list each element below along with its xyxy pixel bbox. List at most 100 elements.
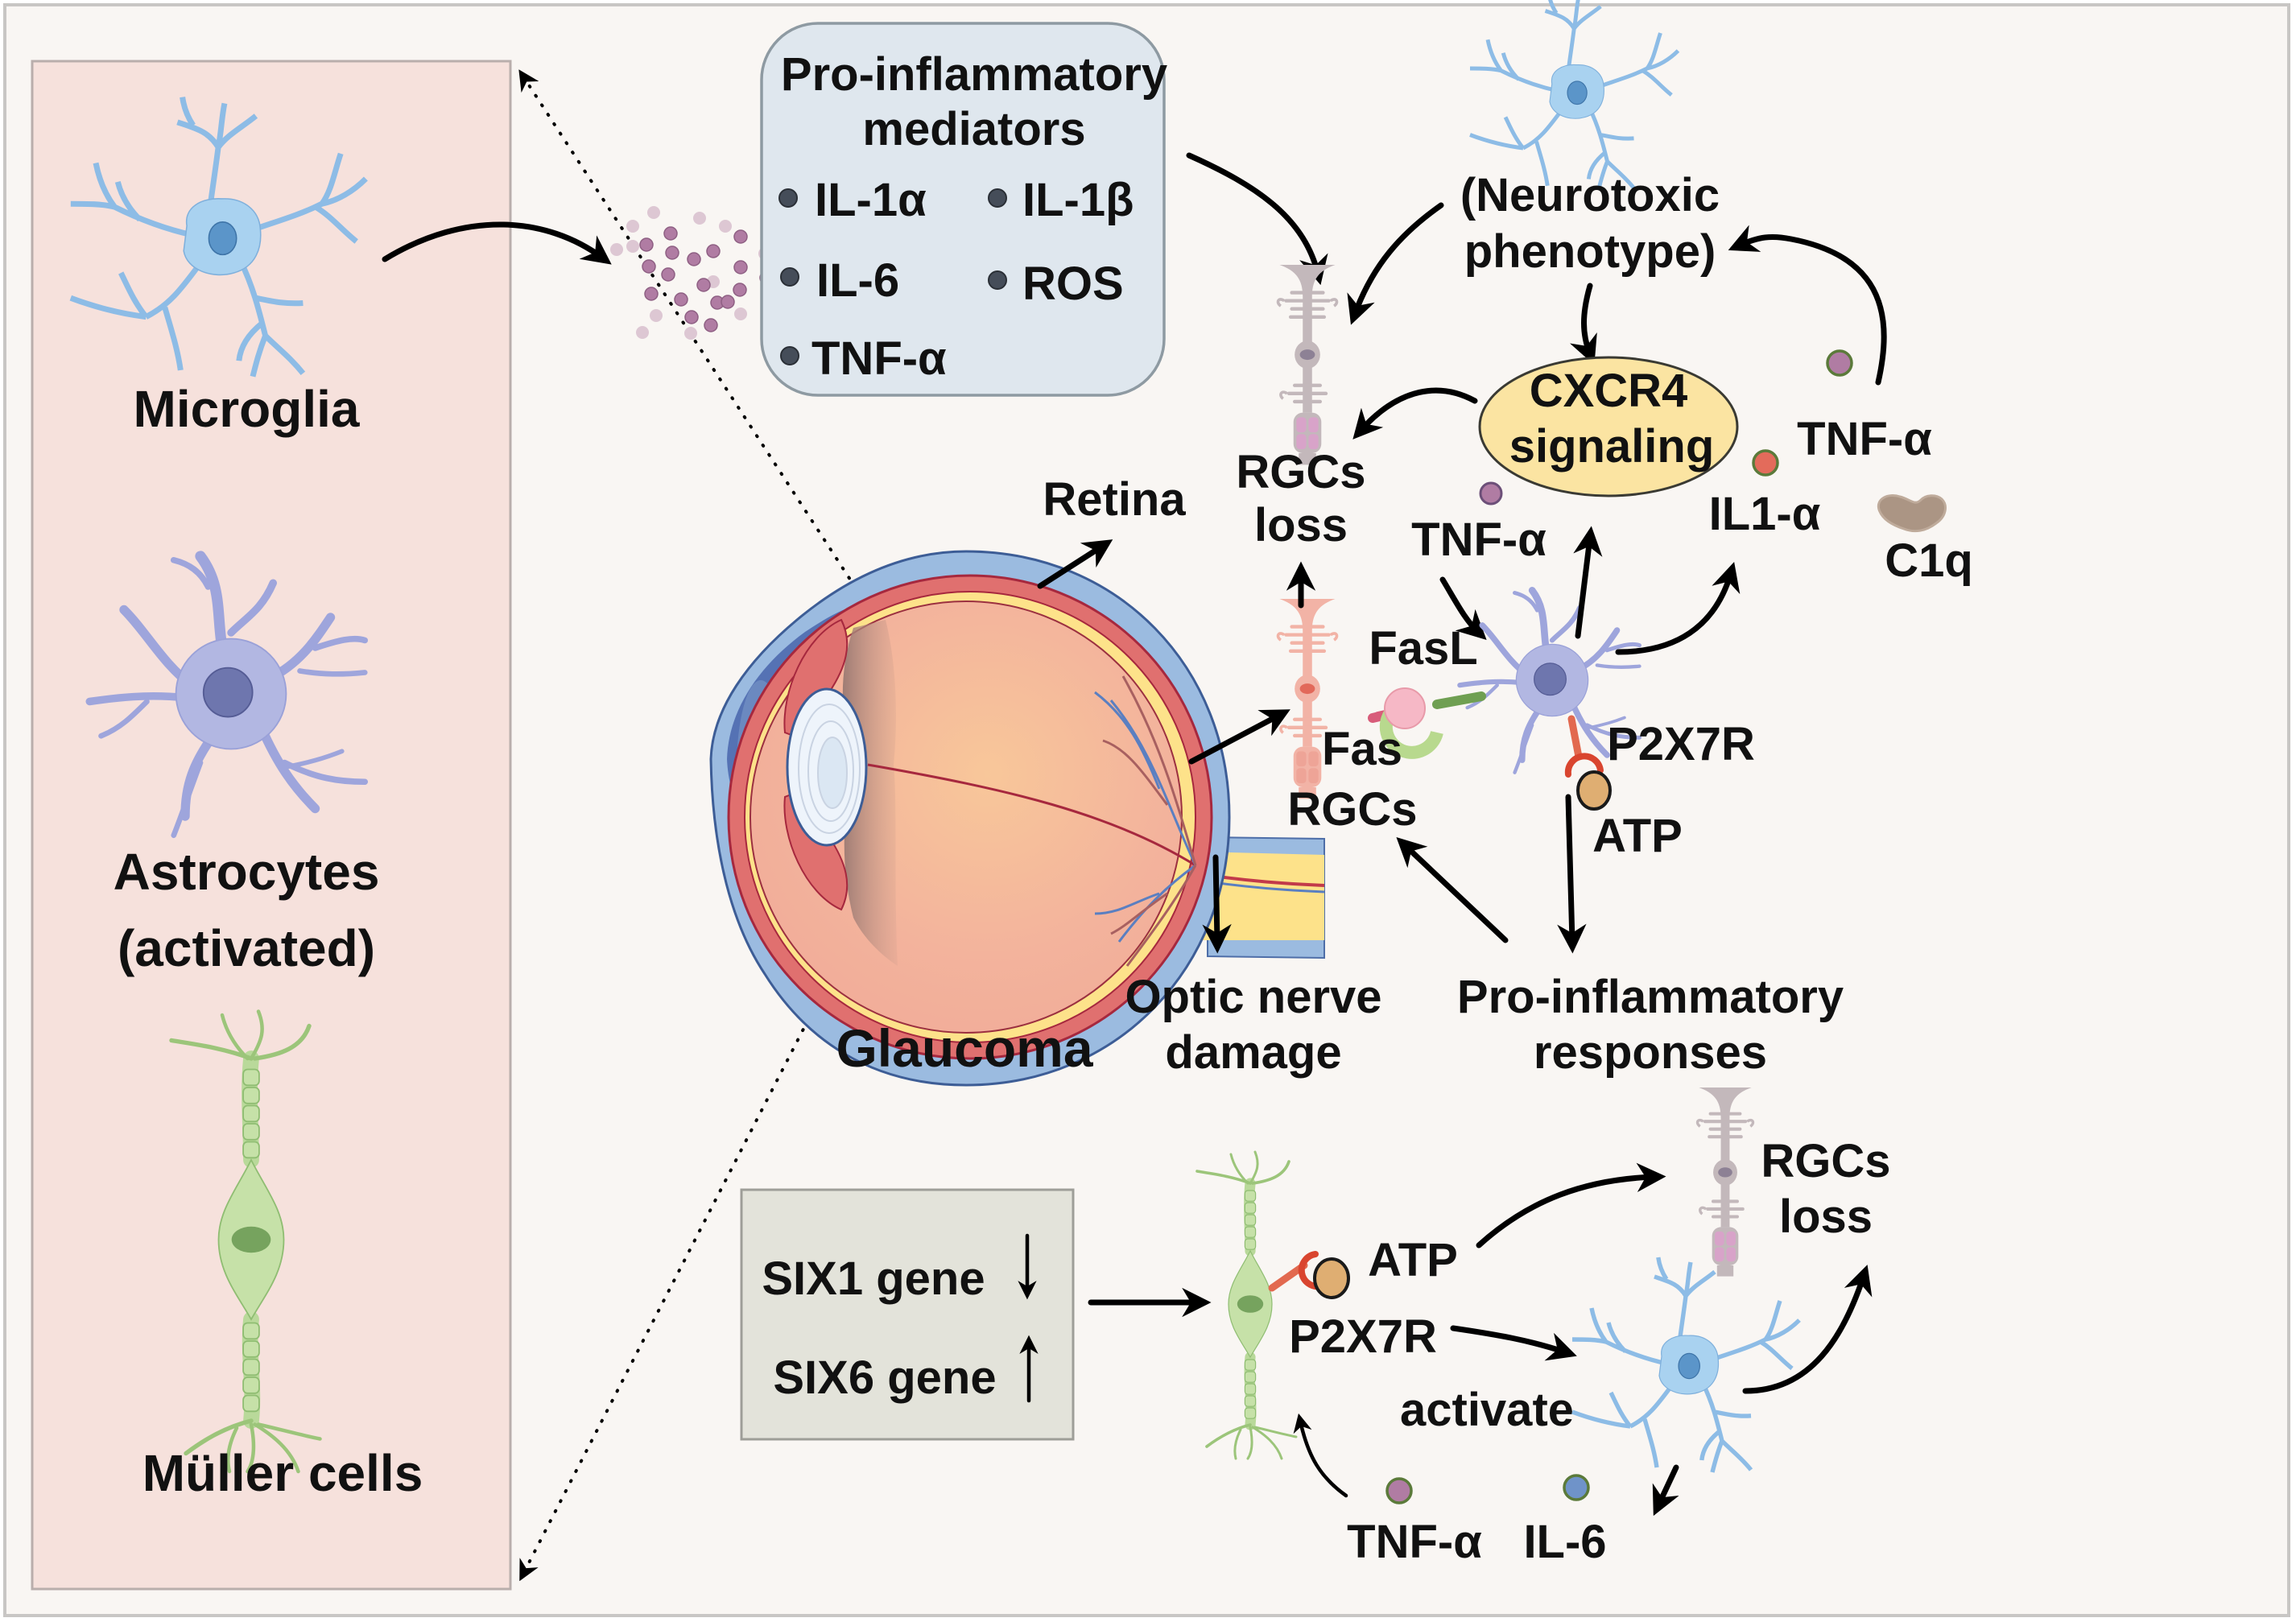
il1-alpha-label: IL1-α — [1709, 488, 1821, 540]
microglia-label: Microglia — [134, 380, 360, 438]
cytokine-particle — [684, 327, 697, 340]
cytokine-particle — [734, 307, 747, 320]
muller-cell-label: Müller cells — [142, 1444, 423, 1502]
bullet-icon — [988, 270, 1007, 290]
tnf-to-muller-arrow — [1293, 1413, 1348, 1498]
cytokine-particle — [610, 243, 623, 256]
cytokine-particle — [661, 267, 675, 282]
bullet-icon — [988, 188, 1007, 208]
mediator-il1a: IL-1α — [815, 174, 927, 226]
fas-fasl-binding-icon — [1368, 687, 1486, 759]
cytokine-particle — [706, 244, 721, 258]
cytokine-particle — [696, 278, 711, 292]
six1-gene-label: SIX1 gene — [762, 1253, 985, 1305]
eye-illustration — [709, 550, 1325, 1087]
c1q-shape — [1877, 494, 1947, 533]
cytokine-particle — [639, 237, 654, 252]
cytokine-particle — [644, 287, 659, 301]
astrocyte-to-cxcr4-arrow — [1573, 526, 1603, 639]
cytokine-particle — [674, 292, 688, 307]
cxcr4-to-rgc-loss-arrow — [1352, 387, 1478, 440]
astrocyte-to-il1a-arrow — [1615, 562, 1741, 655]
rgcs-loss-top-line1: RGCs — [1236, 446, 1365, 498]
rgcs-label-mid: RGCs — [1287, 783, 1417, 836]
mediator-il6: IL-6 — [816, 254, 899, 307]
neurotoxic-label-line1: (Neurotoxic — [1460, 169, 1720, 221]
tnf-to-fasl-arrow — [1439, 576, 1487, 640]
cytokine-particle — [665, 246, 679, 260]
cytokine-particle — [733, 229, 748, 244]
cytokine-particle — [721, 295, 735, 309]
fasl-label: FasL — [1369, 622, 1477, 675]
p2x7r-receptor-icon — [1564, 715, 1604, 778]
cytokine-particle — [687, 252, 701, 266]
zoom-line-bottom — [519, 868, 887, 1582]
responses-to-rgc-arrow — [1396, 837, 1509, 943]
six6-gene-label: SIX6 gene — [773, 1352, 996, 1404]
six-gene-box — [740, 1188, 1075, 1441]
atp-to-rgc-loss-arrow — [1476, 1162, 1666, 1248]
rgcs-loss-bottom-line1: RGCs — [1761, 1135, 1890, 1187]
bullet-icon — [780, 346, 799, 365]
cytokine-particle — [663, 226, 678, 241]
glial-panel-box — [31, 60, 512, 1591]
astrocyte-to-responses-arrow — [1557, 794, 1587, 954]
eye-to-optic-nerve-arrow — [1202, 854, 1232, 954]
atp-molecule-bottom — [1313, 1257, 1350, 1299]
mediators-title-line1: Pro-inflammatory — [781, 48, 1167, 101]
cytokine-particle — [693, 212, 706, 225]
mediator-tnfa: TNF-α — [811, 332, 947, 385]
c1q-label: C1q — [1885, 534, 1973, 587]
cytokine-particle — [647, 206, 660, 219]
cytokine-particle — [636, 326, 649, 339]
rgcs-loss-top-line2: loss — [1254, 499, 1348, 551]
microglia-to-cytokines-arrow — [1652, 1464, 1679, 1517]
tnf-alpha-label-right: TNF-α — [1797, 413, 1932, 465]
cytokine-particle — [684, 310, 699, 324]
microglia-release-arrow — [382, 221, 612, 265]
bullet-icon — [780, 267, 799, 287]
cytokine-particles — [610, 206, 774, 340]
il1-alpha-dot — [1752, 449, 1779, 477]
cxcr4-label-line2: signaling — [1509, 420, 1715, 473]
cytokine-particle — [650, 309, 663, 322]
mediators-to-rgc-arrow — [1186, 152, 1328, 286]
eye-to-retina-arrow — [1037, 539, 1113, 589]
neurotoxic-to-rgc-arrow — [1347, 202, 1444, 325]
cytokine-particle — [642, 259, 656, 274]
cytokine-particle — [626, 220, 639, 233]
astrocyte-label-activated: (activated) — [118, 919, 375, 977]
bullet-icon — [778, 188, 798, 208]
rgcs-loss-bottom-line2: loss — [1779, 1191, 1873, 1243]
neurotoxic-label-line2: phenotype) — [1464, 225, 1716, 278]
cxcr4-signaling-ellipse — [1478, 356, 1739, 497]
proinflammatory-responses-line2: responses — [1534, 1026, 1767, 1079]
mediators-title-line2: mediators — [862, 103, 1085, 155]
atp-label-bottom: ATP — [1368, 1234, 1458, 1286]
neurotoxic-to-cxcr4-arrow — [1569, 283, 1597, 365]
optic-nerve-label-line2: damage — [1165, 1026, 1341, 1079]
tnf-alpha-label-bottom: TNF-α — [1347, 1516, 1482, 1568]
mediator-il1b: IL-1β — [1022, 174, 1134, 226]
il6-label-bottom: IL-6 — [1523, 1516, 1606, 1568]
tnf-alpha-dot-right — [1826, 349, 1853, 377]
astrocyte-label: Astrocytes — [114, 843, 380, 901]
eye-to-rgc-arrow — [1188, 709, 1290, 765]
p2x7r-label-top: P2X7R — [1607, 718, 1755, 770]
tnf-alpha-label-mid: TNF-α — [1411, 514, 1546, 566]
optic-nerve-label-line1: Optic nerve — [1125, 971, 1381, 1023]
p2x7r-to-microglia-arrow — [1450, 1325, 1577, 1361]
glial-cell-panel: Microglia Astrocytes (activated) Müller … — [31, 60, 512, 1591]
atp-label-top: ATP — [1592, 810, 1683, 862]
p2x7r-label-bottom: P2X7R — [1289, 1310, 1437, 1363]
proinflammatory-responses-line1: Pro-inflammatory — [1457, 971, 1844, 1023]
il6-dot-bottom — [1563, 1474, 1590, 1501]
p2x7r-receptor-bottom-icon — [1268, 1251, 1324, 1292]
cytokine-particle — [719, 220, 732, 233]
cytokine-particle — [733, 260, 748, 274]
tnf-alpha-dot-mid — [1479, 481, 1503, 506]
cytokine-particle — [733, 283, 747, 297]
retina-label: Retina — [1043, 473, 1186, 526]
activate-label: activate — [1400, 1384, 1574, 1436]
